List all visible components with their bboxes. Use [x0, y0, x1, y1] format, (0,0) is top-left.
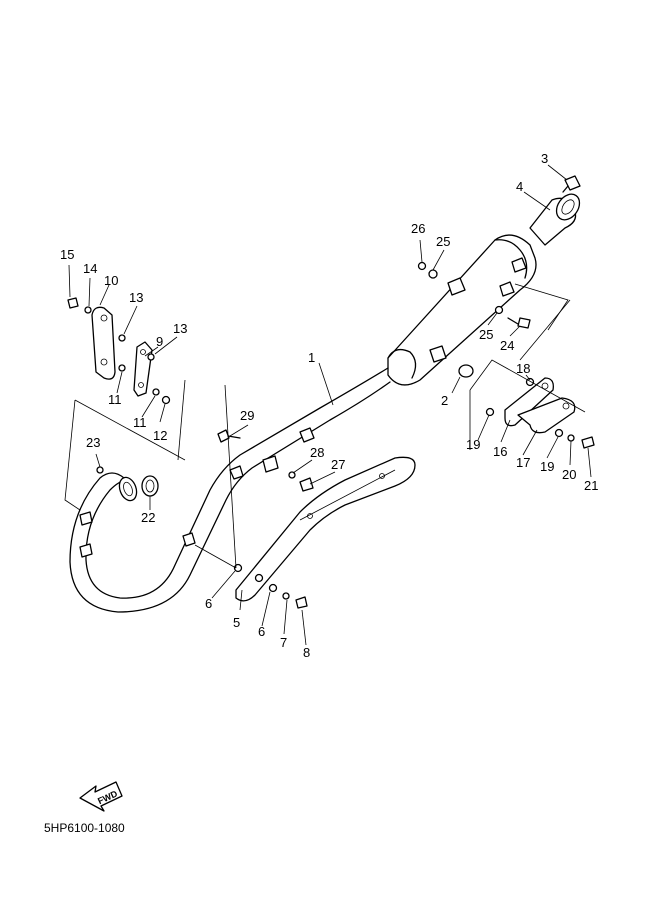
damper-2	[458, 364, 474, 378]
callout-28: 28	[310, 445, 324, 460]
callout-23: 23	[86, 435, 100, 450]
gasket-22	[141, 475, 159, 497]
callout-20: 20	[562, 467, 576, 482]
exhaust-pipe	[69, 367, 391, 613]
callout-8: 8	[303, 645, 310, 660]
callout-14: 14	[83, 261, 97, 276]
callout-17: 17	[516, 455, 530, 470]
callout-10: 10	[104, 273, 118, 288]
callout-13a: 13	[129, 290, 143, 305]
muffler-fitting	[499, 281, 515, 297]
callout-11a: 11	[108, 392, 122, 407]
pipe-bracket	[79, 543, 93, 558]
muffler-fitting	[429, 345, 447, 363]
callout-19a: 19	[466, 437, 480, 452]
callout-29: 29	[240, 408, 254, 423]
callout-25b: 25	[436, 234, 450, 249]
bracket-16	[504, 377, 554, 427]
protector	[235, 456, 416, 602]
callout-6a: 6	[205, 596, 212, 611]
bracket-10	[91, 306, 116, 380]
callout-25a: 25	[479, 327, 493, 342]
callout-27: 27	[331, 457, 345, 472]
callout-3: 3	[541, 151, 548, 166]
callout-7: 7	[280, 635, 287, 650]
diagram-code: 5HP6100-1080	[44, 821, 125, 835]
callout-6b: 6	[258, 624, 265, 639]
callout-19b: 19	[540, 459, 554, 474]
muffler-fitting	[511, 257, 527, 273]
callout-labels: 1 2 3 4 5 6 6 7 8 9 10 11 11 12 13 13 14…	[60, 151, 598, 660]
fwd-arrow-icon: FWD	[79, 781, 123, 812]
pipe-bracket	[79, 511, 93, 526]
callout-15: 15	[60, 247, 74, 262]
callout-12: 12	[153, 428, 167, 443]
callout-21: 21	[584, 478, 598, 493]
callout-4: 4	[516, 179, 523, 194]
callout-18: 18	[516, 361, 530, 376]
small-parts	[67, 261, 595, 609]
screw-3	[562, 175, 581, 193]
callout-26: 26	[411, 221, 425, 236]
callout-9: 9	[156, 334, 163, 349]
callout-16: 16	[493, 444, 507, 459]
leader-lines	[68, 164, 592, 646]
callout-22: 22	[141, 510, 155, 525]
callout-13b: 13	[173, 321, 187, 336]
callout-5: 5	[233, 615, 240, 630]
pipe-bracket	[299, 427, 315, 443]
group-lines	[64, 283, 586, 569]
tail-pipe	[529, 193, 581, 246]
callout-11b: 11	[133, 415, 147, 430]
pipe-bracket	[262, 455, 279, 473]
callout-24: 24	[500, 338, 514, 353]
callout-1: 1	[308, 350, 315, 365]
bracket-9	[133, 341, 153, 397]
muffler	[387, 234, 537, 386]
pipe-bracket	[229, 465, 244, 480]
pipe-bracket	[182, 532, 196, 547]
callout-2: 2	[441, 393, 448, 408]
bracket-17	[517, 397, 576, 434]
muffler-fitting	[447, 277, 466, 296]
